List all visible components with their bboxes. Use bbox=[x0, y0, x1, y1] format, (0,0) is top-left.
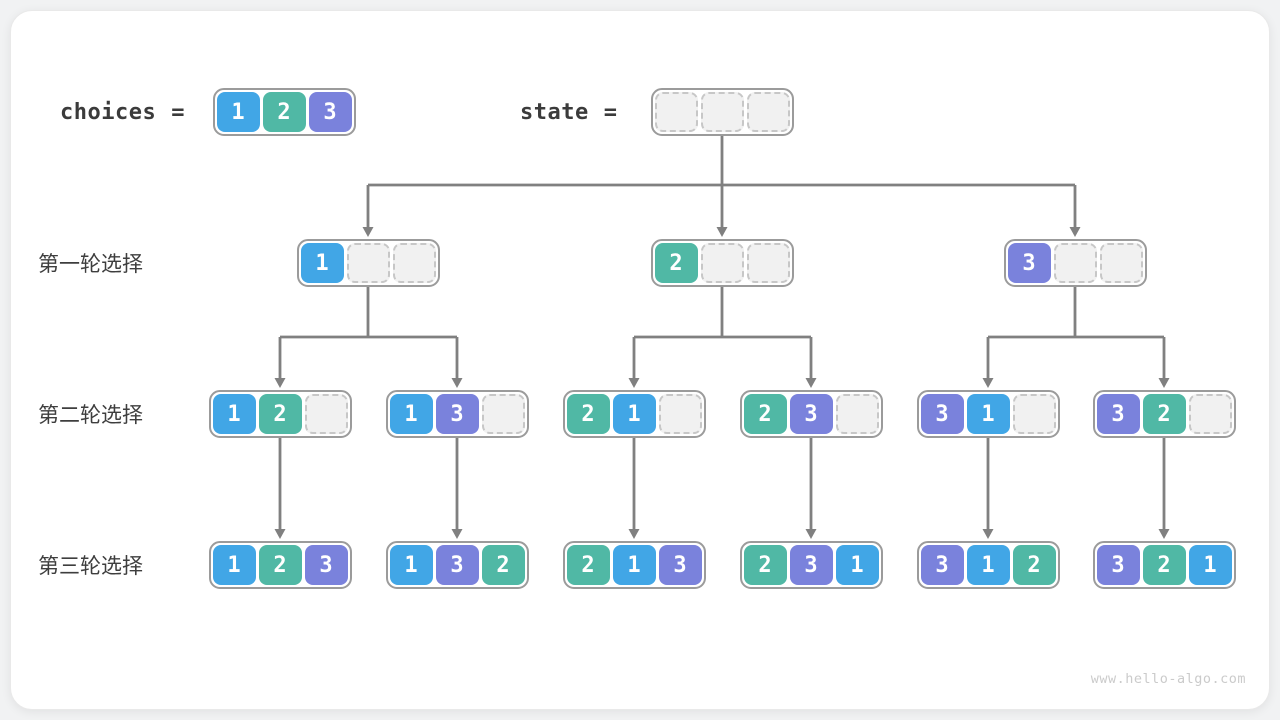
array-cell-1: 1 bbox=[612, 545, 656, 585]
array-cell-1: 1 bbox=[389, 394, 433, 434]
array-cell-2: 2 bbox=[1142, 545, 1186, 585]
array-cell-empty bbox=[835, 394, 879, 434]
array-cell-empty bbox=[700, 243, 744, 283]
array-cell-2: 2 bbox=[743, 545, 787, 585]
array-cell-3: 3 bbox=[1007, 243, 1051, 283]
watermark: www.hello-algo.com bbox=[1090, 671, 1246, 687]
array-cell-3: 3 bbox=[304, 545, 348, 585]
choices-equals-sign: = bbox=[171, 99, 185, 125]
array-cell-2: 2 bbox=[743, 394, 787, 434]
array-cell-1: 1 bbox=[216, 92, 260, 132]
array-cell-2: 2 bbox=[258, 394, 302, 434]
diagram-card bbox=[10, 10, 1270, 710]
choices-header: choices = bbox=[60, 88, 185, 136]
array-cell-2: 2 bbox=[654, 243, 698, 283]
array-cell-1: 1 bbox=[1188, 545, 1232, 585]
array-cell-2: 2 bbox=[566, 545, 610, 585]
state-header: state = bbox=[520, 88, 617, 136]
state-node-r1-1: 1 bbox=[296, 239, 440, 287]
array-cell-3: 3 bbox=[308, 92, 352, 132]
array-cell-2: 2 bbox=[1142, 394, 1186, 434]
array-cell-2: 2 bbox=[481, 545, 525, 585]
array-cell-empty bbox=[346, 243, 390, 283]
row-label-round-2: 第二轮选择 bbox=[38, 403, 143, 427]
array-cell-empty bbox=[700, 92, 744, 132]
array-cell-3: 3 bbox=[658, 545, 702, 585]
array-cell-3: 3 bbox=[789, 545, 833, 585]
array-cell-1: 1 bbox=[612, 394, 656, 434]
array-cell-3: 3 bbox=[435, 394, 479, 434]
state-label: state bbox=[520, 99, 589, 125]
array-cell-3: 3 bbox=[1096, 545, 1140, 585]
array-cell-3: 3 bbox=[1096, 394, 1140, 434]
array-cell-1: 1 bbox=[835, 545, 879, 585]
array-cell-2: 2 bbox=[262, 92, 306, 132]
array-cell-empty bbox=[658, 394, 702, 434]
array-cell-2: 2 bbox=[1012, 545, 1056, 585]
array-cell-1: 1 bbox=[966, 394, 1010, 434]
state-array-box bbox=[650, 88, 794, 136]
state-equals-sign: = bbox=[603, 99, 618, 125]
array-cell-empty bbox=[1188, 394, 1232, 434]
array-cell-3: 3 bbox=[789, 394, 833, 434]
array-cell-empty bbox=[1099, 243, 1143, 283]
state-node-r1-3: 3 bbox=[1003, 239, 1147, 287]
state-node-r1-2: 2 bbox=[650, 239, 794, 287]
array-cell-empty bbox=[392, 243, 436, 283]
array-cell-empty bbox=[481, 394, 525, 434]
array-cell-empty bbox=[654, 92, 698, 132]
array-cell-2: 2 bbox=[258, 545, 302, 585]
array-cell-1: 1 bbox=[966, 545, 1010, 585]
array-cell-1: 1 bbox=[300, 243, 344, 283]
array-cell-1: 1 bbox=[389, 545, 433, 585]
array-cell-empty bbox=[746, 243, 790, 283]
array-cell-empty bbox=[304, 394, 348, 434]
array-cell-1: 1 bbox=[212, 394, 256, 434]
array-cell-empty bbox=[746, 92, 790, 132]
array-cell-3: 3 bbox=[435, 545, 479, 585]
array-cell-1: 1 bbox=[212, 545, 256, 585]
array-cell-empty bbox=[1053, 243, 1097, 283]
array-cell-3: 3 bbox=[920, 394, 964, 434]
choices-label: choices bbox=[60, 99, 157, 125]
array-cell-3: 3 bbox=[920, 545, 964, 585]
row-label-round-1: 第一轮选择 bbox=[38, 252, 143, 276]
array-cell-empty bbox=[1012, 394, 1056, 434]
row-label-round-3: 第三轮选择 bbox=[38, 554, 143, 578]
array-cell-2: 2 bbox=[566, 394, 610, 434]
